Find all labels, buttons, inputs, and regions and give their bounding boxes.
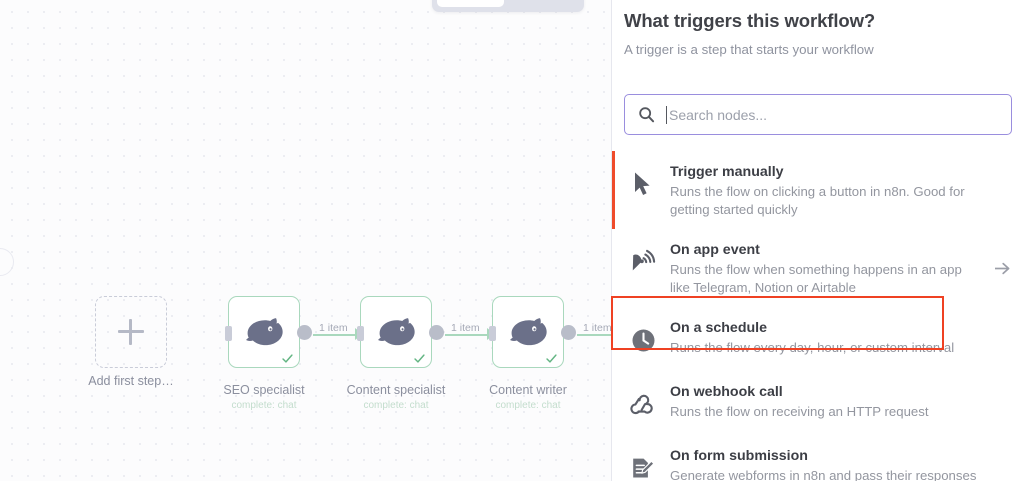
connector-label: 1 item (581, 322, 611, 334)
trigger-option-on-form-submission[interactable]: On form submission Generate webforms in … (612, 435, 1024, 481)
node-status-check-icon (546, 354, 557, 363)
search-input[interactable]: Search nodes... (624, 94, 1012, 135)
workflow-node-subtitle: complete: chat (495, 400, 561, 411)
node-input-port[interactable] (225, 326, 232, 341)
trigger-option-trigger-manually[interactable]: Trigger manually Runs the flow on clicki… (612, 151, 1024, 229)
form-edit-icon (624, 448, 662, 481)
whale-icon (378, 318, 415, 346)
trigger-option-title: On webhook call (670, 384, 783, 400)
trigger-option-on-a-schedule[interactable]: On a schedule Runs the flow every day, h… (612, 307, 1024, 371)
trigger-option-text: Trigger manually Runs the flow on clicki… (670, 162, 991, 218)
connector-line[interactable] (313, 334, 358, 336)
search-text-caret (666, 106, 667, 124)
canvas-top-toggle[interactable] (432, 0, 584, 12)
connector-line[interactable] (445, 334, 490, 336)
plus-icon (118, 319, 144, 345)
clock-icon (624, 320, 662, 360)
search-icon (639, 107, 655, 123)
trigger-option-description: Generate webforms in n8n and pass their … (670, 468, 977, 481)
trigger-option-title: On a schedule (670, 320, 767, 336)
workflow-node-title: SEO specialist (223, 383, 305, 397)
node-output-port[interactable] (561, 325, 576, 340)
node-status-check-icon (414, 354, 425, 363)
trigger-picker-panel: What triggers this workflow? A trigger i… (611, 0, 1024, 481)
node-output-port[interactable] (297, 325, 312, 340)
node-status-check-icon (282, 354, 293, 363)
arrow-right-icon[interactable] (991, 261, 1013, 276)
page-title: What triggers this workflow? (624, 10, 876, 31)
satellite-dish-icon (624, 242, 662, 282)
whale-icon (510, 318, 547, 346)
node-output-port[interactable] (429, 325, 444, 340)
trigger-options-list: Trigger manually Runs the flow on clicki… (612, 151, 1024, 481)
trigger-option-text: On webhook call Runs the flow on receivi… (670, 382, 991, 421)
trigger-option-description: Runs the flow on clicking a button in n8… (670, 184, 965, 217)
workflow-node-content-specialist[interactable] (357, 296, 444, 368)
connector-label: 1 item (449, 322, 482, 334)
webhook-icon (624, 384, 662, 424)
workflow-node-seo-specialist[interactable] (225, 296, 312, 368)
whale-icon (246, 318, 283, 346)
workflow-node-content-writer[interactable] (489, 296, 576, 368)
trigger-option-text: On form submission Generate webforms in … (670, 446, 991, 481)
add-first-step-label: Add first step… (88, 374, 174, 388)
trigger-option-on-webhook-call[interactable]: On webhook call Runs the flow on receivi… (612, 371, 1024, 435)
workflow-node-subtitle: complete: chat (363, 400, 429, 411)
workflow-node-subtitle: complete: chat (231, 400, 297, 411)
trigger-option-description: Runs the flow when something happens in … (670, 262, 962, 295)
trigger-option-description: Runs the flow on receiving an HTTP reque… (670, 404, 929, 419)
trigger-option-text: On app event Runs the flow when somethin… (670, 240, 991, 296)
page-subtitle: A trigger is a step that starts your wor… (624, 42, 874, 57)
canvas-top-toggle-active-segment[interactable] (437, 0, 504, 7)
trigger-option-description: Runs the flow every day, hour, or custom… (670, 340, 955, 355)
node-input-port[interactable] (357, 326, 364, 341)
cursor-arrow-icon (624, 164, 662, 204)
workflow-canvas[interactable]: Add first step… SEO specialist complete:… (0, 0, 611, 481)
workflow-node-title: Content writer (489, 383, 567, 397)
trigger-option-title: On app event (670, 242, 760, 258)
node-input-port[interactable] (489, 326, 496, 341)
trigger-option-on-app-event[interactable]: On app event Runs the flow when somethin… (612, 229, 1024, 307)
connector-label: 1 item (317, 322, 350, 334)
search-placeholder-text: Search nodes... (669, 107, 768, 123)
connector-line[interactable] (577, 334, 611, 336)
trigger-option-title: Trigger manually (670, 164, 784, 180)
add-first-step-button[interactable] (95, 296, 167, 368)
canvas-edge-arc (0, 248, 14, 276)
workflow-node-title: Content specialist (346, 383, 446, 397)
trigger-option-text: On a schedule Runs the flow every day, h… (670, 318, 991, 357)
trigger-option-title: On form submission (670, 448, 808, 464)
